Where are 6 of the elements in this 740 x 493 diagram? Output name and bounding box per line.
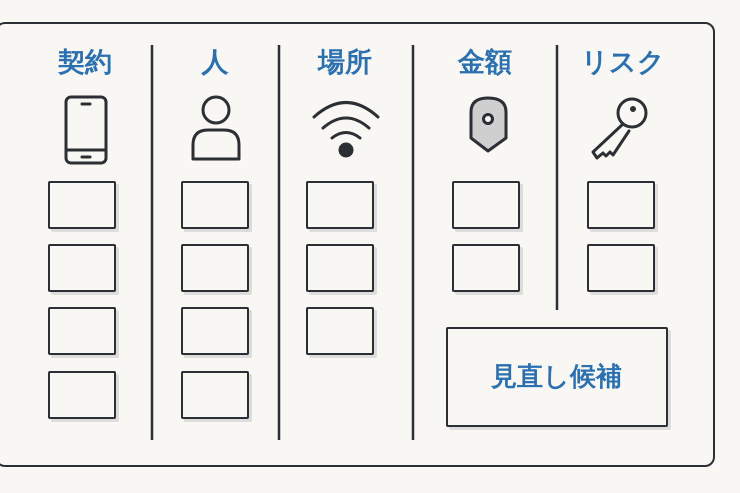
column-heading: 契約: [58, 46, 112, 80]
column-heading: 金額: [458, 46, 512, 80]
column-heading: 人: [202, 46, 228, 80]
column-heading: リスク: [581, 46, 665, 80]
board-frame: [0, 22, 715, 467]
column-heading: 場所: [318, 46, 372, 80]
